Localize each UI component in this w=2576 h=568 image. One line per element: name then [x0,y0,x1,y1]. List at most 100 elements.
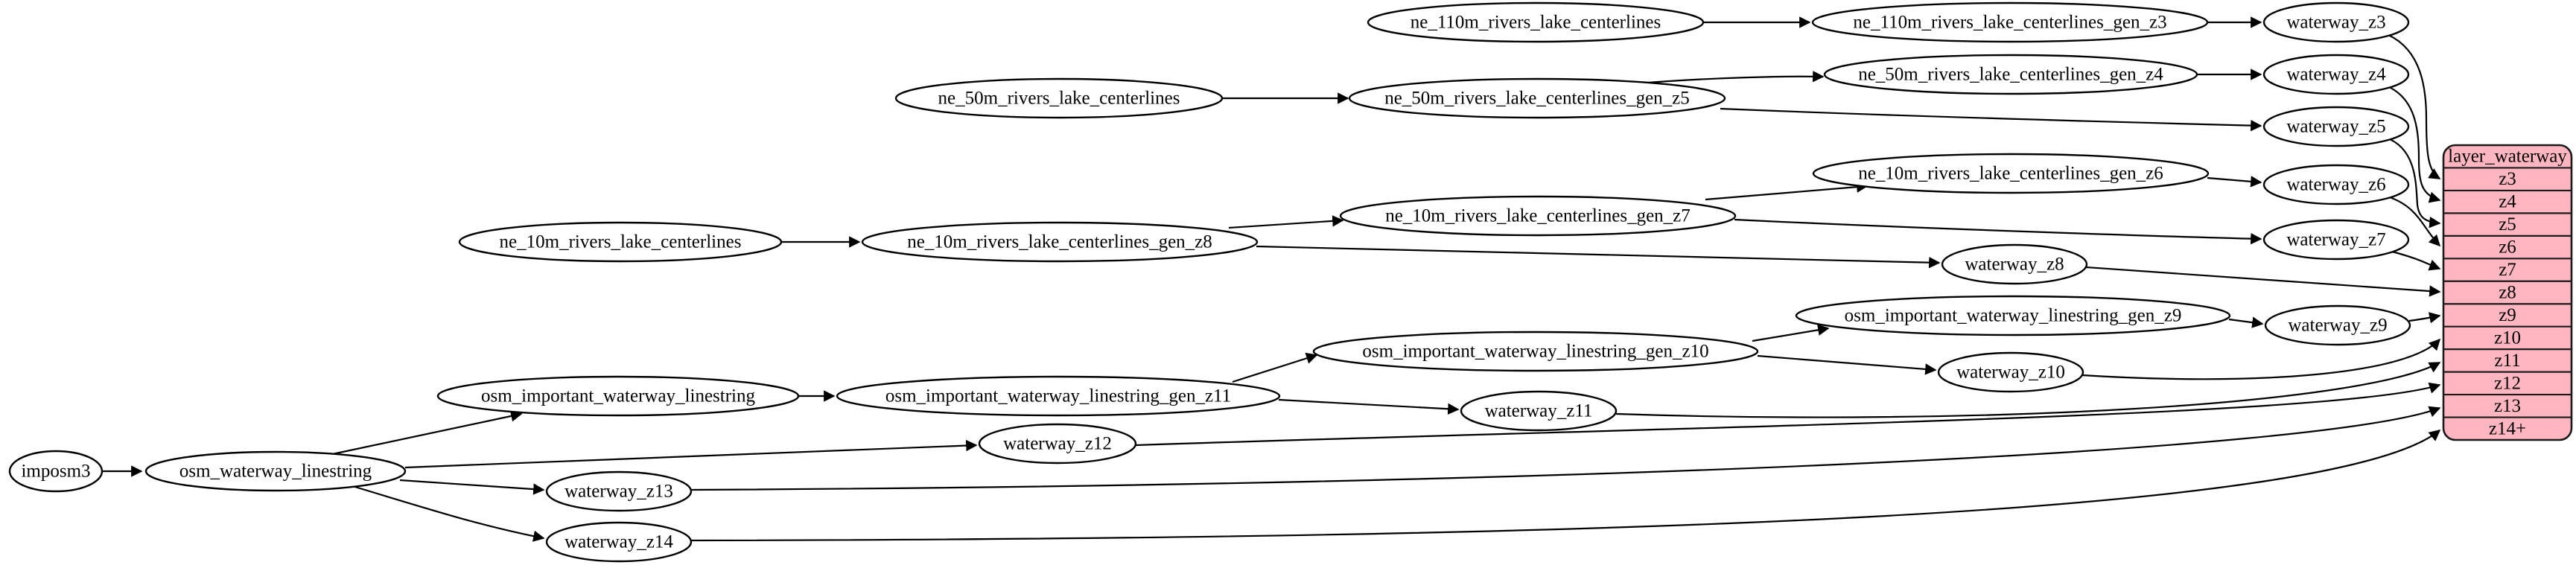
record-row-z9: z9 [2499,305,2516,325]
edge-osm_waterway_linestring-to-waterway_z13 [399,479,545,495]
node-osm_important_waterway_linestring: osm_important_waterway_linestring [436,375,800,417]
edge-waterway_z8-to-layer_waterway.z8 [2085,266,2441,297]
node-ellipse-osm_important_waterway_linestring [436,375,800,417]
edges-layer [102,16,2441,542]
node-ellipse-osm_waterway_linestring [144,450,407,492]
record-row-z11: z11 [2494,351,2520,371]
record-row-z6: z6 [2499,237,2516,258]
edge-ne_10m_rivers_lake_centerlines_gen_z6-to-waterway_z6 [2207,176,2262,188]
node-ellipse-osm_important_waterway_linestring_gen_z9 [1795,295,2231,336]
node-label-ne_10m_rivers_lake_centerlines_gen_z6: ne_10m_rivers_lake_centerlines_gen_z6 [1858,164,2163,184]
edge-osm_important_waterway_linestring_gen_z11-to-osm_important_waterway_linestring_gen_z10 [1232,352,1318,383]
node-ellipse-waterway_z9 [2264,304,2411,346]
edge-waterway_z6-to-layer_waterway.z6 [2387,195,2441,247]
node-label-waterway_z6: waterway_z6 [2286,175,2385,195]
node-osm_important_waterway_linestring_gen_z11: osm_important_waterway_linestring_gen_z1… [836,375,1281,417]
node-ellipse-waterway_z7 [2262,219,2410,261]
node-waterway_z8: waterway_z8 [1941,243,2088,285]
edge-ne_10m_rivers_lake_centerlines_gen_z7-to-ne_10m_rivers_lake_centerlines_gen_z6 [1705,181,1869,201]
record-row-z8: z8 [2499,283,2516,303]
node-osm_important_waterway_linestring_gen_z9: osm_important_waterway_linestring_gen_z9 [1795,295,2231,336]
node-ellipse-ne_50m_rivers_lake_centerlines [894,77,1224,119]
record-row-z4: z4 [2499,192,2516,212]
edge-waterway_z9-to-layer_waterway.z9 [2408,312,2441,324]
node-label-imposm3: imposm3 [21,462,90,482]
record-title: layer_waterway [2448,147,2567,167]
edge-osm_important_waterway_linestring_gen_z11-to-waterway_z11 [1278,398,1460,415]
node-ne_50m_rivers_lake_centerlines_gen_z5: ne_50m_rivers_lake_centerlines_gen_z5 [1348,77,1726,119]
edge-osm_waterway_linestring-to-waterway_z14 [349,484,545,542]
edge-ne_50m_rivers_lake_centerlines_gen_z5-to-ne_50m_rivers_lake_centerlines_gen_z4 [1638,71,1825,85]
node-ellipse-waterway_z10 [1937,351,2084,393]
record-node-layer-waterway: layer_waterwayz3z4z5z6z7z8z9z10z11z12z13… [2442,144,2573,441]
record-row-z12: z12 [2494,373,2521,393]
edge-ne_10m_rivers_lake_centerlines_gen_z8-to-ne_10m_rivers_lake_centerlines_gen_z7 [1228,215,1344,229]
node-ellipse-osm_important_waterway_linestring_gen_z11 [836,375,1281,417]
node-label-osm_important_waterway_linestring_gen_z10: osm_important_waterway_linestring_gen_z1… [1362,342,1708,362]
node-waterway_z14: waterway_z14 [545,521,693,563]
node-ne_50m_rivers_lake_centerlines: ne_50m_rivers_lake_centerlines [894,77,1224,119]
node-ellipse-waterway_z6 [2262,164,2410,205]
node-ellipse-ne_10m_rivers_lake_centerlines [458,221,783,263]
node-ellipse-waterway_z13 [545,470,693,512]
edge-osm_waterway_linestring-to-osm_important_waterway_linestring [325,410,523,457]
node-imposm3: imposm3 [8,450,104,493]
node-waterway_z3: waterway_z3 [2262,1,2410,43]
node-ne_10m_rivers_lake_centerlines_gen_z6: ne_10m_rivers_lake_centerlines_gen_z6 [1812,153,2210,194]
node-label-waterway_z4: waterway_z4 [2286,65,2386,85]
edge-osm_waterway_linestring-to-waterway_z12 [404,439,978,469]
record-row-z3: z3 [2499,169,2516,189]
node-waterway_z12: waterway_z12 [978,423,1137,465]
node-label-ne_50m_rivers_lake_centerlines_gen_z4: ne_50m_rivers_lake_centerlines_gen_z4 [1858,65,2163,85]
record-body [2442,144,2573,441]
node-osm_waterway_linestring: osm_waterway_linestring [144,450,407,492]
node-ellipse-waterway_z11 [1460,390,1618,432]
edge-waterway_z11-to-layer_waterway.z11 [1615,362,2441,418]
node-ne_10m_rivers_lake_centerlines: ne_10m_rivers_lake_centerlines [458,221,783,263]
node-ellipse-waterway_z3 [2262,1,2410,43]
node-waterway_z10: waterway_z10 [1937,351,2084,393]
node-label-waterway_z11: waterway_z11 [1485,401,1593,421]
node-waterway_z13: waterway_z13 [545,470,693,512]
node-label-waterway_z7: waterway_z7 [2286,230,2385,250]
node-label-ne_50m_rivers_lake_centerlines_gen_z5: ne_50m_rivers_lake_centerlines_gen_z5 [1384,89,1690,109]
node-label-waterway_z9: waterway_z9 [2288,316,2387,336]
node-ne_10m_rivers_lake_centerlines_gen_z8: ne_10m_rivers_lake_centerlines_gen_z8 [861,221,1259,263]
record-row-z14+: z14+ [2489,418,2526,438]
edge-osm_important_waterway_linestring_gen_z10-to-waterway_z10 [1757,354,1937,375]
edge-waterway_z12-to-layer_waterway.z12 [1135,382,2441,447]
node-label-ne_110m_rivers_lake_centerlines_gen_z3: ne_110m_rivers_lake_centerlines_gen_z3 [1853,13,2166,33]
edge-waterway_z10-to-layer_waterway.z10 [2082,338,2441,380]
node-ne_10m_rivers_lake_centerlines_gen_z7: ne_10m_rivers_lake_centerlines_gen_z7 [1339,195,1737,237]
node-ellipse-waterway_z8 [1941,243,2088,285]
node-label-waterway_z10: waterway_z10 [1956,363,2065,383]
node-ellipse-ne_50m_rivers_lake_centerlines_gen_z5 [1348,77,1726,119]
node-ellipse-ne_110m_rivers_lake_centerlines [1367,1,1705,43]
node-ellipse-ne_10m_rivers_lake_centerlines_gen_z7 [1339,195,1737,237]
node-label-waterway_z5: waterway_z5 [2286,117,2385,137]
node-label-ne_10m_rivers_lake_centerlines_gen_z7: ne_10m_rivers_lake_centerlines_gen_z7 [1385,206,1691,226]
edge-waterway_z3-to-layer_waterway.z3 [2388,34,2441,179]
node-ellipse-ne_50m_rivers_lake_centerlines_gen_z4 [1823,54,2198,95]
record-row-z13: z13 [2494,396,2521,416]
node-ellipse-waterway_z5 [2262,106,2410,147]
node-ellipse-osm_important_waterway_linestring_gen_z10 [1312,331,1759,372]
node-label-waterway_z12: waterway_z12 [1003,434,1112,454]
node-label-waterway_z14: waterway_z14 [565,532,673,552]
node-ellipse-imposm3 [8,450,104,493]
record-row-z5: z5 [2499,214,2516,234]
edge-osm_important_waterway_linestring_gen_z9-to-waterway_z9 [2228,316,2264,328]
node-label-osm_waterway_linestring: osm_waterway_linestring [179,462,372,482]
node-ellipse-ne_10m_rivers_lake_centerlines_gen_z8 [861,221,1259,263]
node-label-osm_important_waterway_linestring: osm_important_waterway_linestring [481,386,755,406]
edge-waterway_z13-to-layer_waterway.z13 [690,406,2441,491]
node-ellipse-ne_110m_rivers_lake_centerlines_gen_z3 [1811,1,2209,43]
node-ne_110m_rivers_lake_centerlines: ne_110m_rivers_lake_centerlines [1367,1,1705,43]
node-waterway_z7: waterway_z7 [2262,219,2410,261]
node-waterway_z6: waterway_z6 [2262,164,2410,205]
node-label-ne_10m_rivers_lake_centerlines_gen_z8: ne_10m_rivers_lake_centerlines_gen_z8 [907,232,1212,252]
edge-osm_important_waterway_linestring_gen_z10-to-osm_important_waterway_linestring_gen_z9 [1752,324,1830,342]
node-waterway_z11: waterway_z11 [1460,390,1618,432]
edge-waterway_z4-to-layer_waterway.z4 [2387,85,2441,203]
